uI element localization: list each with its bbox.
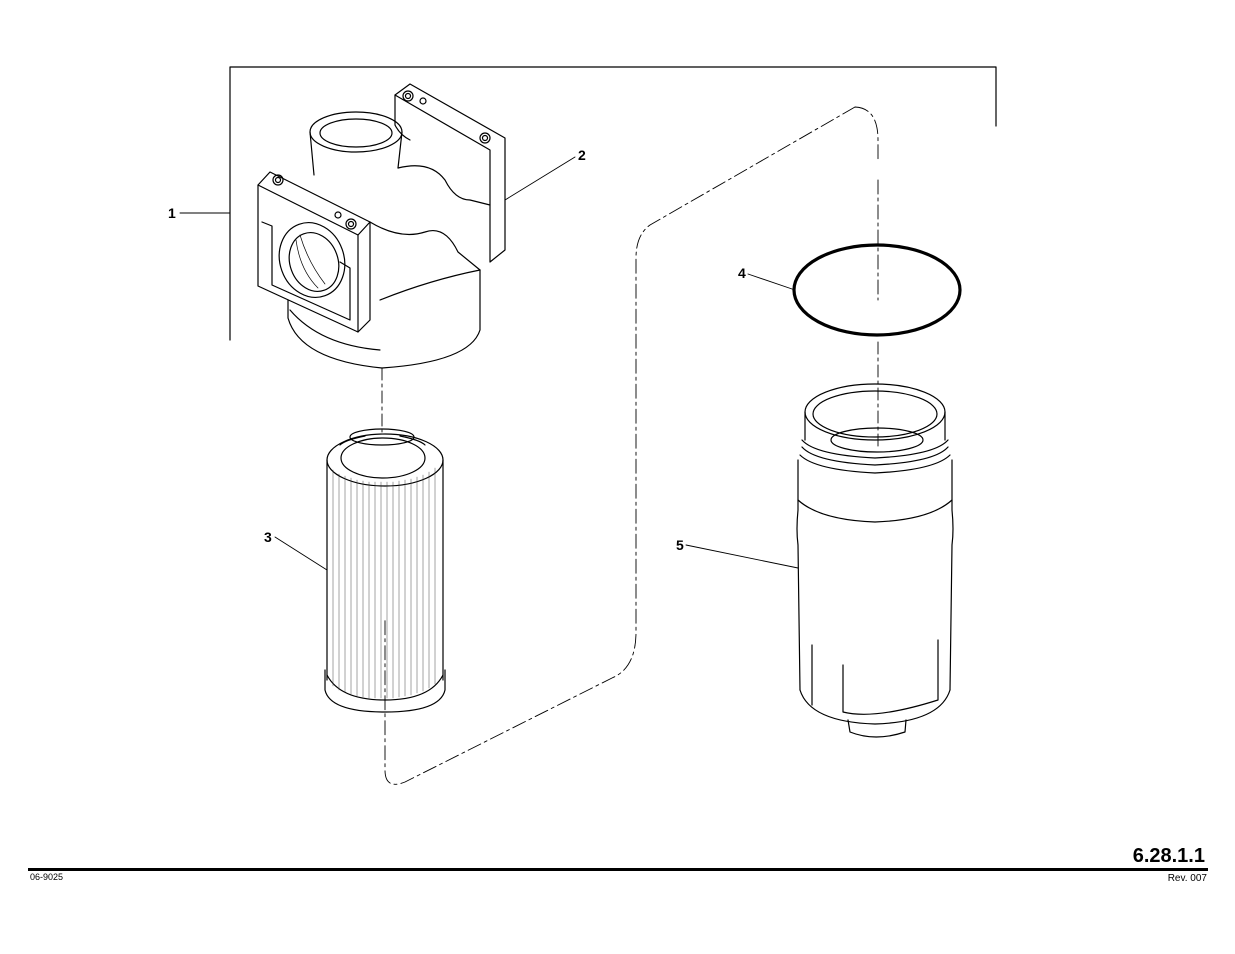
assembly-bracket-line [230, 67, 996, 340]
callout-4: 4 [738, 265, 746, 281]
callout-2: 2 [578, 147, 586, 163]
leader-line-5 [686, 545, 798, 568]
filter-head-part [258, 84, 505, 493]
leader-line-3 [275, 537, 327, 570]
leader-line-4 [748, 274, 795, 290]
page-number: 6.28.1.1 [1133, 845, 1205, 868]
filter-element-part [325, 429, 445, 712]
footer-rule [28, 868, 1208, 871]
revision-label: Rev. 007 [1168, 873, 1207, 884]
document-code: 06-9025 [30, 872, 63, 882]
o-ring-part [794, 245, 960, 335]
leader-line-2 [505, 157, 575, 200]
callout-3: 3 [264, 529, 272, 545]
callout-5: 5 [676, 537, 684, 553]
callout-1: 1 [168, 205, 176, 221]
filter-bowl-part [797, 384, 953, 737]
phantom-outline [385, 107, 878, 784]
